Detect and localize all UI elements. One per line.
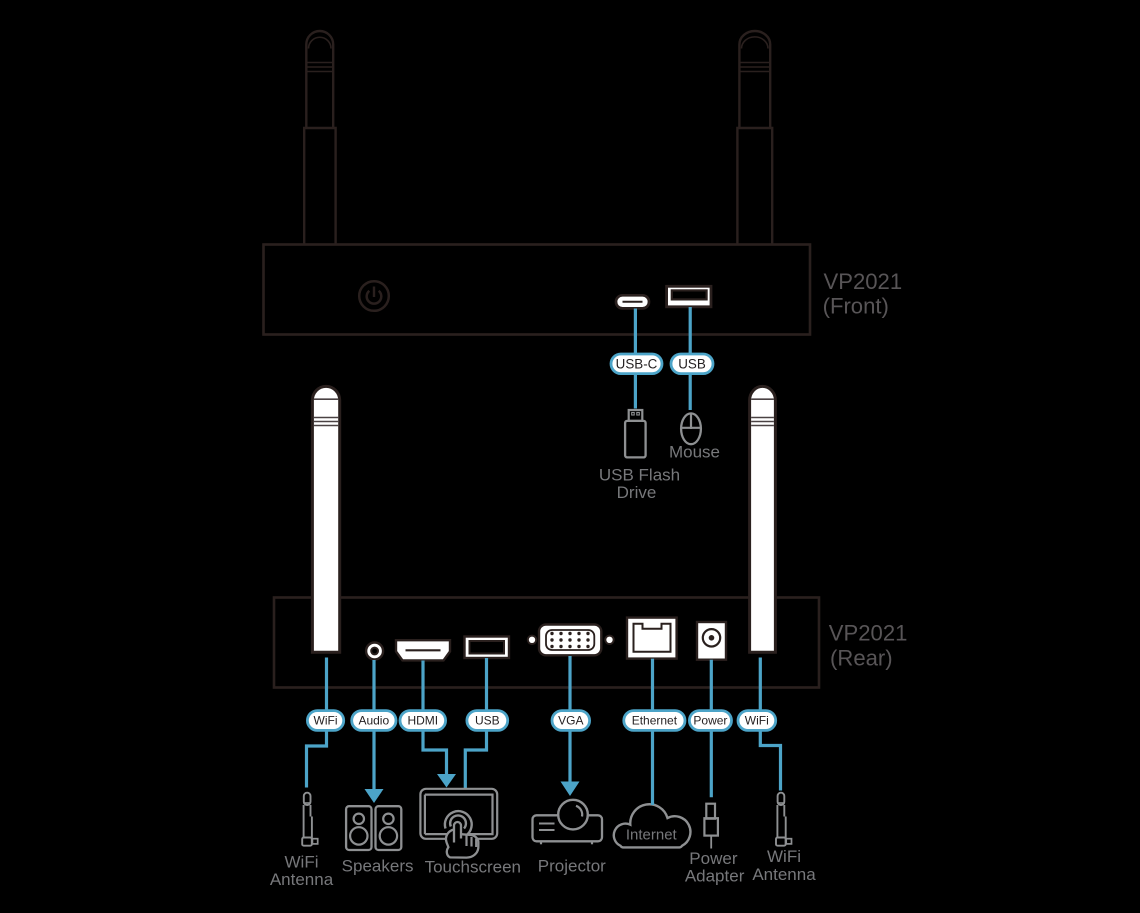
svg-text:Drive: Drive <box>617 483 657 502</box>
svg-text:USB-C: USB-C <box>616 357 658 372</box>
svg-text:Antenna: Antenna <box>752 865 816 884</box>
svg-text:Adapter: Adapter <box>685 867 745 886</box>
svg-text:VP2021: VP2021 <box>824 269 903 294</box>
svg-text:Audio: Audio <box>358 714 389 728</box>
svg-text:Touchscreen: Touchscreen <box>425 858 521 877</box>
svg-text:(Rear): (Rear) <box>830 645 893 670</box>
svg-text:USB: USB <box>475 714 500 728</box>
svg-text:USB: USB <box>678 357 706 372</box>
svg-text:Ethernet: Ethernet <box>632 714 678 728</box>
svg-text:VGA: VGA <box>558 714 583 728</box>
svg-text:Power: Power <box>689 849 738 868</box>
svg-text:Projector: Projector <box>538 857 606 876</box>
svg-text:(Front): (Front) <box>823 294 889 319</box>
svg-text:Internet: Internet <box>626 827 678 844</box>
svg-text:Speakers: Speakers <box>342 857 414 876</box>
svg-text:WiFi: WiFi <box>767 847 801 866</box>
svg-text:Mouse: Mouse <box>669 443 720 462</box>
svg-text:VP2021: VP2021 <box>829 621 908 646</box>
svg-text:WiFi: WiFi <box>314 714 338 728</box>
svg-text:HDMI: HDMI <box>407 714 438 728</box>
svg-text:USB Flash: USB Flash <box>599 466 680 485</box>
svg-text:Antenna: Antenna <box>270 870 334 889</box>
svg-text:WiFi: WiFi <box>745 714 769 728</box>
svg-text:WiFi: WiFi <box>285 853 319 872</box>
svg-text:Power: Power <box>693 714 727 728</box>
